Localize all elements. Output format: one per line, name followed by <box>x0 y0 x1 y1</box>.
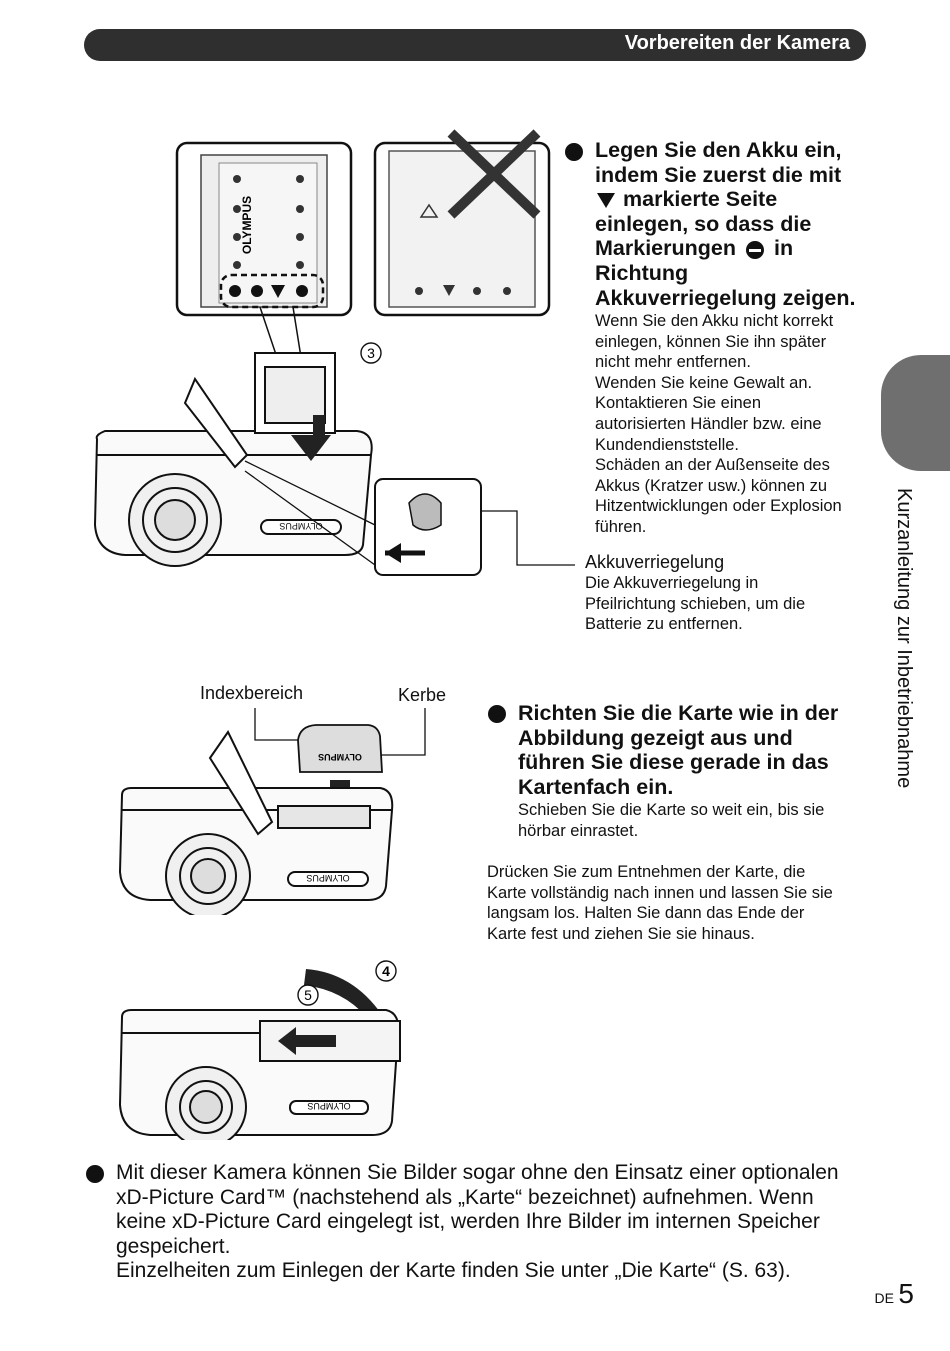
language-code: DE <box>874 1290 894 1306</box>
removal-line: Drücken Sie zum Entnehmen der Karte, die <box>487 863 806 881</box>
note-line: Schäden an der Außenseite des <box>595 456 830 475</box>
battery-brand-text: OLYMPUS <box>240 196 254 254</box>
card-removal-text: Drücken Sie zum Entnehmen der Karte, die… <box>487 862 867 944</box>
section-title: Vorbereiten der Kamera <box>624 32 850 54</box>
battery-note: Wenn Sie den Akku nicht korrekt einlegen… <box>595 311 875 538</box>
instruction-line: indem Sie zuerst die mit <box>595 162 842 187</box>
bottom-note-line: xD-Picture Card™ (nachstehend als „Karte… <box>116 1185 814 1209</box>
cover-illustration: 4 5 OLYMPUS <box>118 960 401 1140</box>
note-line: Hitzentwicklungen oder Explosion <box>595 497 842 516</box>
page-number: DE 5 <box>875 1278 914 1310</box>
card-illustration: OLYMPUS OLYMPUS <box>118 708 426 915</box>
bullet-dot <box>565 143 583 161</box>
instruction-line: Legen Sie den Akku ein, <box>595 138 842 162</box>
battery-illustration: OLYMPUS 3 OLYMPUS <box>93 129 575 576</box>
battery-wrong-panel <box>373 129 551 317</box>
card-brand-text: OLYMPUS <box>318 752 362 762</box>
instruction-line: Akkuverriegelung zeigen. <box>595 285 856 310</box>
instruction-line: führen Sie diese gerade in das <box>518 750 829 775</box>
note-line: Kontaktieren Sie einen <box>595 394 762 413</box>
section-header-bar: Vorbereiten der Kamera <box>84 29 866 61</box>
battery-instruction: Legen Sie den Akku ein, indem Sie zuerst… <box>595 138 875 310</box>
bottom-note-line: Mit dieser Kamera können Sie Bilder soga… <box>116 1161 839 1184</box>
index-area-label: Indexbereich <box>200 683 304 703</box>
minus-mark-icon <box>745 240 764 259</box>
notch-label: Kerbe <box>398 685 447 705</box>
page-number-value: 5 <box>898 1278 914 1309</box>
instruction-line: Richten Sie die Karte wie in der <box>518 701 839 725</box>
card-instruction: Richten Sie die Karte wie in der Abbildu… <box>518 701 858 799</box>
side-tab-marker <box>881 355 950 471</box>
removal-line: Karte vollständig nach innen und lassen … <box>487 883 833 902</box>
instruction-line: in <box>773 236 794 261</box>
camera-battery-insert: OLYMPUS <box>93 352 373 567</box>
instruction-line: Richtung <box>595 260 689 285</box>
note-line: nicht mehr entfernen. <box>595 353 751 372</box>
note-line: einlegen, können Sie ihn später <box>595 332 827 351</box>
instruction-line: Kartenfach ein. <box>518 774 674 799</box>
battery-lock-callout: Akkuverriegelung Die Akkuverriegelung in… <box>585 552 865 635</box>
note-line: Wenden Sie keine Gewalt an. <box>595 373 813 392</box>
down-triangle-icon <box>597 193 615 209</box>
note-line: Kundendienststelle. <box>595 435 740 454</box>
bullet-dot <box>488 705 506 723</box>
lock-line: Die Akkuverriegelung in <box>585 574 759 592</box>
instruction-line: markierte Seite <box>623 187 778 212</box>
bottom-note: Mit dieser Kamera können Sie Bilder soga… <box>116 1161 876 1284</box>
removal-line: langsam los. Halten Sie dann das Ende de… <box>487 904 805 923</box>
instruction-line: Abbildung gezeigt aus und <box>518 725 793 750</box>
note-line: führen. <box>595 517 647 536</box>
lock-line: Pfeilrichtung schieben, um die <box>585 594 806 613</box>
step-3-label: 3 <box>367 345 375 361</box>
note-line: hörbar einrastet. <box>518 821 639 840</box>
camera-brand-text: OLYMPUS <box>306 873 349 883</box>
step-4-label: 4 <box>382 963 390 979</box>
note-line: Wenn Sie den Akku nicht korrekt <box>595 312 834 330</box>
camera-brand-text: OLYMPUS <box>279 521 322 531</box>
card-note: Schieben Sie die Karte so weit ein, bis … <box>518 800 858 841</box>
battery-lock-title: Akkuverriegelung <box>585 552 725 572</box>
bottom-note-line: Einzelheiten zum Einlegen der Karte find… <box>116 1259 791 1283</box>
side-tab-label: Kurzanleitung zur Inbetriebnahme <box>893 488 915 789</box>
lock-line: Batterie zu entfernen. <box>585 615 743 634</box>
camera-brand-text: OLYMPUS <box>307 1101 350 1111</box>
instruction-line: Markierungen <box>595 236 736 261</box>
battery-correct-panel: OLYMPUS <box>175 141 353 421</box>
bullet-dot <box>86 1165 104 1183</box>
note-line: Akkus (Kratzer usw.) können zu <box>595 476 828 495</box>
step-5-label: 5 <box>304 987 312 1003</box>
bottom-note-line: gespeichert. <box>116 1234 231 1258</box>
bottom-note-line: keine xD-Picture Card eingelegt ist, wer… <box>116 1210 820 1234</box>
note-line: Schieben Sie die Karte so weit ein, bis … <box>518 801 825 819</box>
note-line: autorisierten Händler bzw. eine <box>595 414 822 433</box>
removal-line: Karte fest und ziehen Sie sie hinaus. <box>487 924 755 943</box>
instruction-line: einlegen, so dass die <box>595 211 812 236</box>
